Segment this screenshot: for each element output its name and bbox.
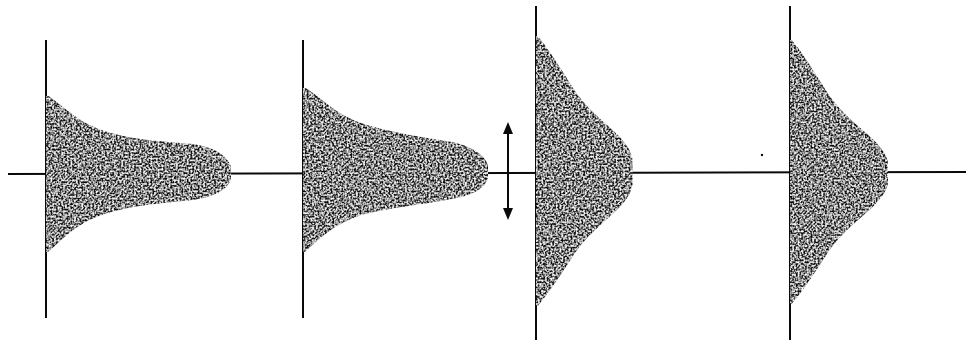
distribution-shape-3 <box>536 36 633 306</box>
stray-mark <box>761 154 763 156</box>
double-arrow-annotation <box>503 122 513 220</box>
distribution-panel-3 <box>536 6 633 340</box>
distribution-shape-1 <box>46 96 231 252</box>
distribution-shape-2 <box>303 88 488 252</box>
distribution-panel-2 <box>303 40 488 318</box>
distribution-panel-4 <box>790 6 888 340</box>
distribution-shape-4 <box>790 40 888 304</box>
distribution-panel-1 <box>46 40 231 318</box>
